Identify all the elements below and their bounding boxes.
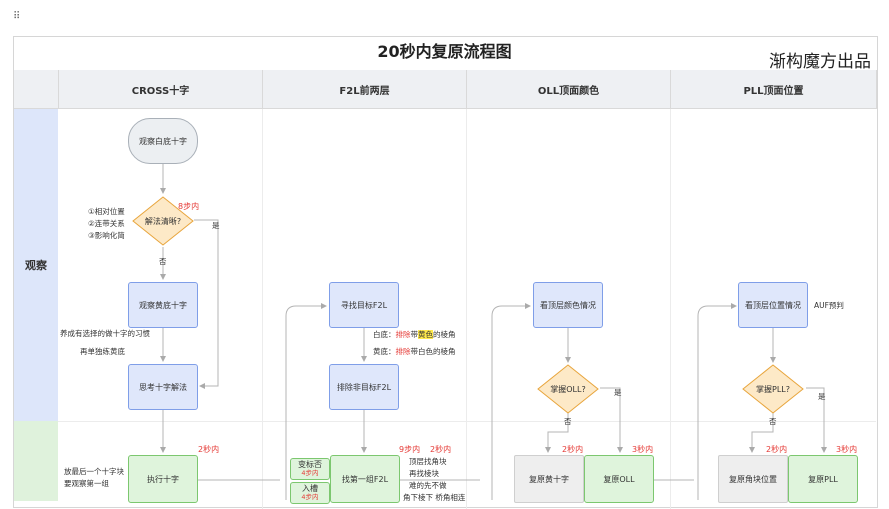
last-cross-note: 放最后一个十字块	[64, 467, 124, 476]
auf-predict-label: AUF预判	[814, 301, 844, 310]
drag-handle-icon[interactable]: ⠿	[13, 11, 20, 22]
yellow-practice-note: 再单独练黄底	[80, 347, 125, 356]
observe-first-pair-note: 要观察第一组	[64, 479, 109, 488]
solve-yellow-cross-box: 复原黄十字	[514, 455, 584, 503]
column-header-oll: OLL顶面颜色	[467, 70, 671, 109]
see-top-position-box: 看顶层位置情况	[738, 282, 808, 328]
yes-label: 是	[614, 388, 622, 397]
yes-label: 是	[818, 392, 826, 401]
start-observe-white-cross: 观察白底十字	[128, 118, 198, 164]
find-target-f2l-box: 寻找目标F2L	[329, 282, 399, 328]
limit-2-seconds: 2秒内	[766, 445, 788, 454]
diagram-frame	[13, 36, 878, 508]
column-divider	[466, 109, 467, 509]
limit-3-seconds: 3秒内	[836, 445, 858, 454]
solve-corner-position-box: 复原角块位置	[718, 455, 788, 503]
column-header-pll: PLL顶面位置	[671, 70, 877, 109]
yes-label: 是	[212, 221, 220, 230]
limit-2-seconds: 2秒内	[198, 445, 220, 454]
exclude-non-target-f2l-box: 排除非目标F2L	[329, 364, 399, 410]
see-top-color-box: 看顶层颜色情况	[533, 282, 603, 328]
limit-3-seconds: 3秒内	[632, 445, 654, 454]
yellow-base-rule: 黄底：排除带白色的棱角	[373, 347, 456, 356]
hint-relative-position: ①相对位置	[88, 207, 125, 216]
no-label: 否	[769, 417, 777, 426]
hint-linkage: ②连带关系	[88, 219, 125, 228]
column-header-f2l: F2L前两层	[263, 70, 467, 109]
no-label: 否	[159, 257, 167, 266]
execute-cross-box: 执行十字	[128, 455, 198, 503]
white-base-rule: 白底：排除带黄色的棱角	[373, 330, 456, 339]
column-header-cross: CROSS十字	[59, 70, 263, 109]
limit-8-steps: 8步内	[178, 202, 200, 211]
decision-solution-clear: 解法清晰?	[132, 196, 194, 246]
habit-note: 养成有选择的做十字的习惯	[60, 329, 150, 338]
limit-9-steps: 9步内	[399, 445, 421, 454]
lane-divider	[58, 421, 876, 422]
no-label: 否	[564, 417, 572, 426]
observe-yellow-cross-box: 观察黄底十字	[128, 282, 198, 328]
solve-oll-box: 复原OLL	[584, 455, 654, 503]
f2l-note-2: 再找棱块	[409, 469, 439, 478]
limit-2-seconds: 2秒内	[562, 445, 584, 454]
decision-oll-mastered: 掌握OLL?	[537, 364, 599, 414]
think-cross-solution-box: 思考十字解法	[128, 364, 198, 410]
brand-label: 渐构魔方出品	[769, 52, 871, 72]
hint-simplify: ③影响化简	[88, 231, 125, 240]
diagram-title: 20秒内复原流程图	[377, 42, 512, 61]
column-divider	[670, 109, 671, 509]
solve-pll-box: 复原PLL	[788, 455, 858, 503]
f2l-note-1: 顶层找角块	[409, 457, 447, 466]
decision-pll-mastered: 掌握PLL?	[742, 364, 804, 414]
column-divider	[262, 109, 263, 509]
limit-2-seconds: 2秒内	[430, 445, 452, 454]
lane-observe: 观察	[14, 109, 58, 421]
header-corner	[14, 70, 59, 109]
lane-execute	[14, 421, 58, 501]
f2l-note-4: 角下棱下 桥角相连	[403, 493, 466, 502]
f2l-note-3: 难的先不做	[409, 481, 447, 490]
find-first-f2l-box: 找第一组F2L	[330, 455, 400, 503]
